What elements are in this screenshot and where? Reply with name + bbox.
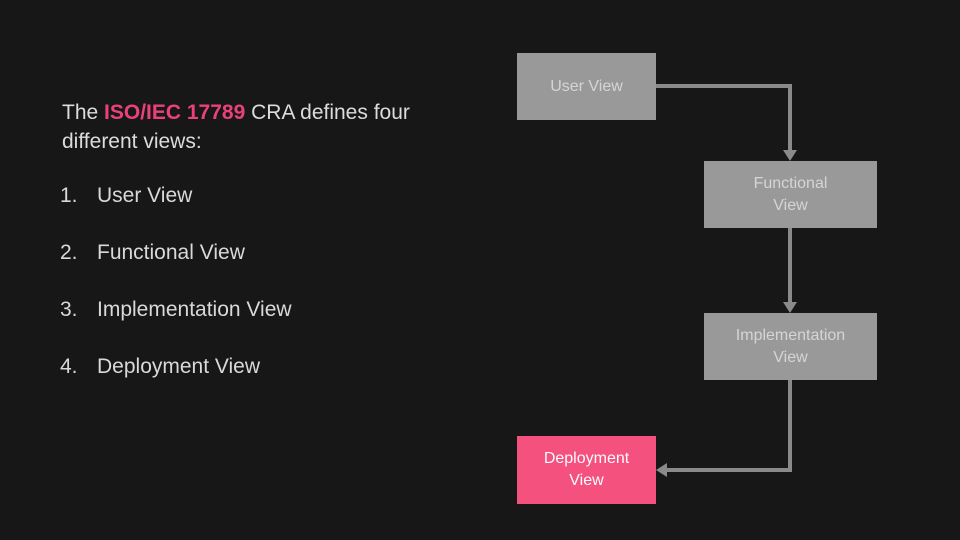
intro-text-line2: different views: bbox=[62, 130, 202, 153]
intro-text-before: The bbox=[62, 101, 99, 124]
connector-user-to-functional-vertical bbox=[788, 84, 792, 150]
list-item-label: Functional View bbox=[97, 241, 245, 264]
connector-functional-to-implementation bbox=[788, 228, 792, 302]
list-item-user-view: 1. User View bbox=[60, 184, 292, 241]
arrowhead-left-icon bbox=[656, 463, 667, 477]
connector-implementation-to-deployment-vertical bbox=[788, 380, 792, 472]
intro-text: The ISO/IEC 17789 CRA defines four diffe… bbox=[62, 98, 502, 156]
list-item-label: Implementation View bbox=[97, 298, 292, 321]
list-item-functional-view: 2. Functional View bbox=[60, 241, 292, 298]
arrowhead-down-icon bbox=[783, 150, 797, 161]
list-item-number: 4. bbox=[60, 355, 78, 378]
list-item-number: 3. bbox=[60, 298, 78, 321]
flow-node-functional-view: Functional View bbox=[704, 161, 877, 228]
views-list: 1. User View 2. Functional View 3. Imple… bbox=[60, 184, 292, 412]
title-highlight: ISO/IEC 17789 bbox=[104, 101, 246, 124]
flow-node-deployment-view: Deployment View bbox=[517, 436, 656, 504]
intro-text-after: CRA defines four bbox=[251, 101, 410, 124]
list-item-deployment-view: 4. Deployment View bbox=[60, 355, 292, 412]
connector-user-to-functional-horizontal bbox=[656, 84, 792, 88]
list-item-implementation-view: 3. Implementation View bbox=[60, 298, 292, 355]
flow-node-user-view: User View bbox=[517, 53, 656, 120]
list-item-label: User View bbox=[97, 184, 193, 207]
list-item-number: 2. bbox=[60, 241, 78, 264]
list-item-number: 1. bbox=[60, 184, 78, 207]
list-item-label: Deployment View bbox=[97, 355, 261, 378]
flow-node-implementation-view: Implementation View bbox=[704, 313, 877, 380]
connector-implementation-to-deployment-horizontal bbox=[667, 468, 792, 472]
arrowhead-down-icon bbox=[783, 302, 797, 313]
